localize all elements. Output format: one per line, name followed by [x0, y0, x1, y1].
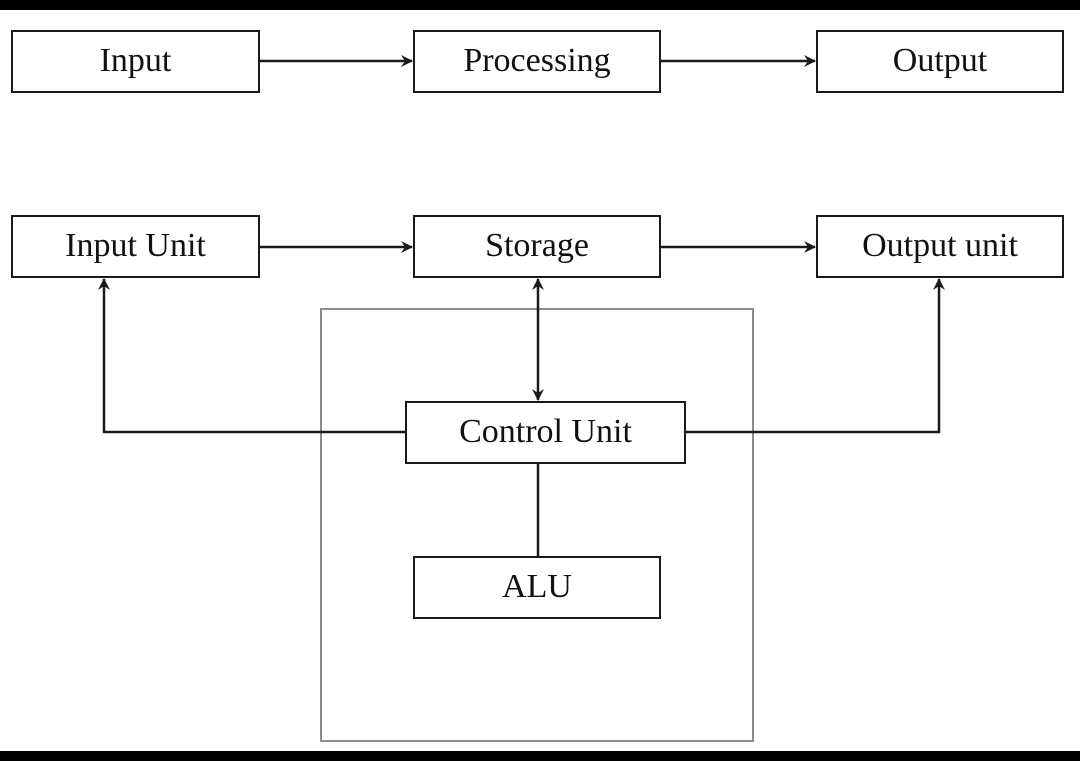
output-unit-box: Output unit — [816, 215, 1064, 278]
input-unit-box: Input Unit — [11, 215, 260, 278]
control-unit-label: Control Unit — [459, 412, 632, 450]
diagram-canvas: Input Processing Output Input Unit Stora… — [0, 10, 1080, 751]
control-unit-box: Control Unit — [405, 401, 686, 464]
connectors-layer — [98, 55, 945, 742]
alu-box: ALU — [413, 556, 661, 619]
storage-label: Storage — [485, 226, 589, 264]
output-box: Output — [816, 30, 1064, 93]
input-box: Input — [11, 30, 260, 93]
processing-label: Processing — [463, 41, 611, 79]
alu-label: ALU — [502, 567, 572, 605]
input-unit-label: Input Unit — [65, 226, 206, 264]
arrow-control-to-inputunit — [98, 278, 405, 434]
arrow-control-to-outputunit — [685, 278, 945, 434]
output-label: Output — [892, 41, 988, 79]
output-unit-label: Output unit — [862, 226, 1018, 264]
processing-box: Processing — [413, 30, 661, 93]
input-label: Input — [99, 41, 172, 79]
storage-box: Storage — [413, 215, 661, 278]
